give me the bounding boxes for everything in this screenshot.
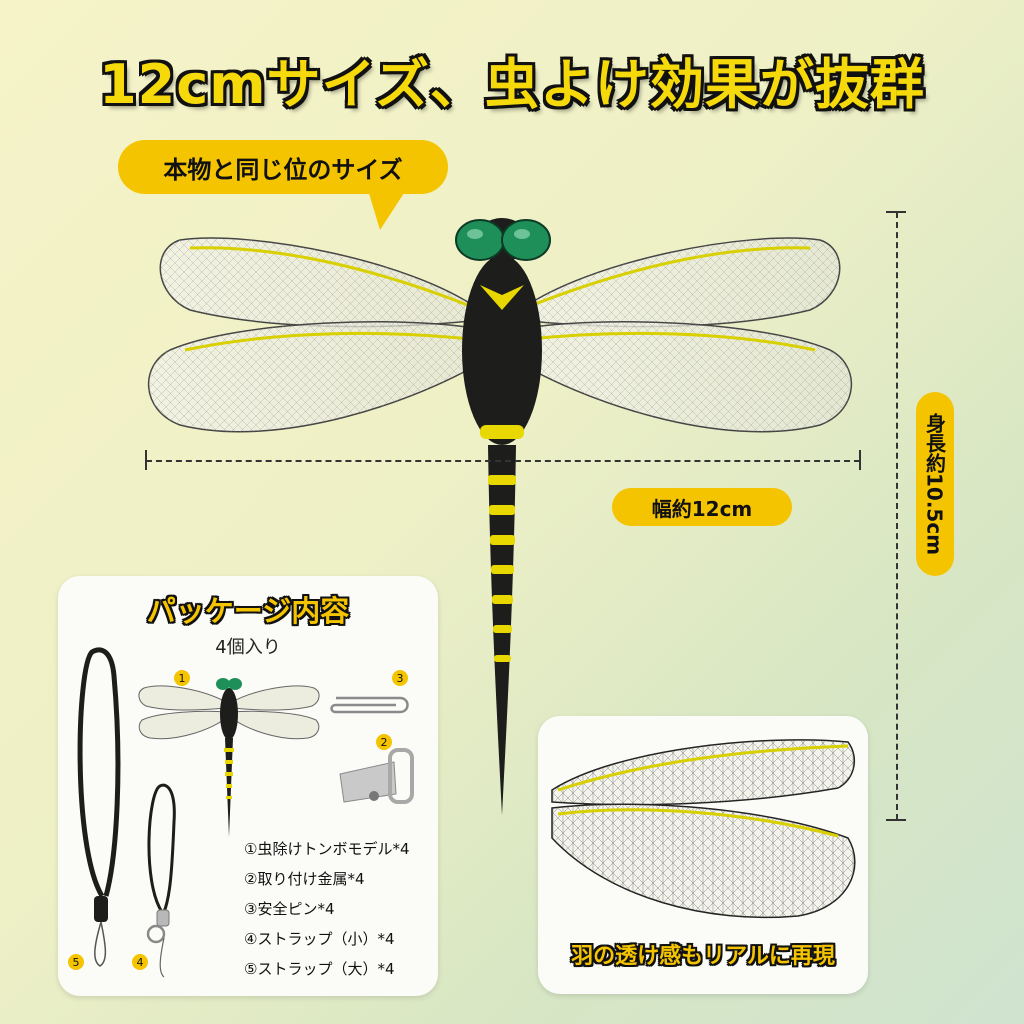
package-item: ⑤ストラップ（大）*4 — [244, 960, 395, 978]
wing-caption: 羽の透け感もリアルに再現 — [571, 944, 835, 969]
dragonfly-abdomen — [488, 445, 516, 815]
dragonfly-illustration — [148, 218, 852, 815]
width-label: 幅約12cm — [612, 488, 792, 526]
package-contents-card: パッケージ内容 4個入り 1 2 3 4 5 ①虫除けトンボモデル — [58, 576, 438, 996]
size-callout-bubble: 本物と同じ位のサイズ — [118, 140, 448, 194]
package-item: ②取り付け金属*4 — [244, 870, 365, 888]
marker-4: 4 — [132, 954, 148, 970]
small-strap-image — [146, 783, 176, 978]
package-subtitle: 4個入り — [215, 637, 281, 658]
package-item: ③安全ピン*4 — [244, 900, 335, 918]
width-dimension-tick-left — [145, 450, 147, 470]
height-dimension-tick-bottom — [886, 819, 906, 821]
package-item: ④ストラップ（小）*4 — [244, 930, 395, 948]
dragonfly-thorax — [462, 255, 542, 445]
width-dimension-line — [146, 460, 860, 462]
package-item-list: ①虫除けトンボモデル*4 ②取り付け金属*4 ③安全ピン*4 ④ストラップ（小）… — [244, 834, 410, 984]
callout-tail — [368, 190, 406, 230]
width-dimension-tick-right — [859, 450, 861, 470]
height-dimension-tick-top — [886, 211, 906, 213]
marker-1: 1 — [174, 670, 190, 686]
mounting-clip-image — [339, 748, 414, 804]
wing-closeup-image — [551, 739, 856, 919]
marker-2: 2 — [376, 734, 392, 750]
marker-5: 5 — [68, 954, 84, 970]
package-item: ①虫除けトンボモデル*4 — [244, 840, 410, 858]
safety-pin-image — [330, 696, 409, 714]
large-strap-image — [77, 647, 121, 967]
headline: 12cmサイズ、虫よけ効果が抜群 — [99, 53, 925, 116]
left-eye — [455, 219, 505, 261]
marker-3: 3 — [392, 670, 408, 686]
wing-detail-card: 羽の透け感もリアルに再現 — [538, 716, 868, 994]
height-label: 身長約10.5cm — [916, 392, 954, 576]
package-title: パッケージ内容 — [146, 594, 350, 628]
height-dimension-line — [896, 212, 898, 820]
right-eye — [501, 219, 551, 261]
dragonfly-model-image — [138, 678, 320, 837]
